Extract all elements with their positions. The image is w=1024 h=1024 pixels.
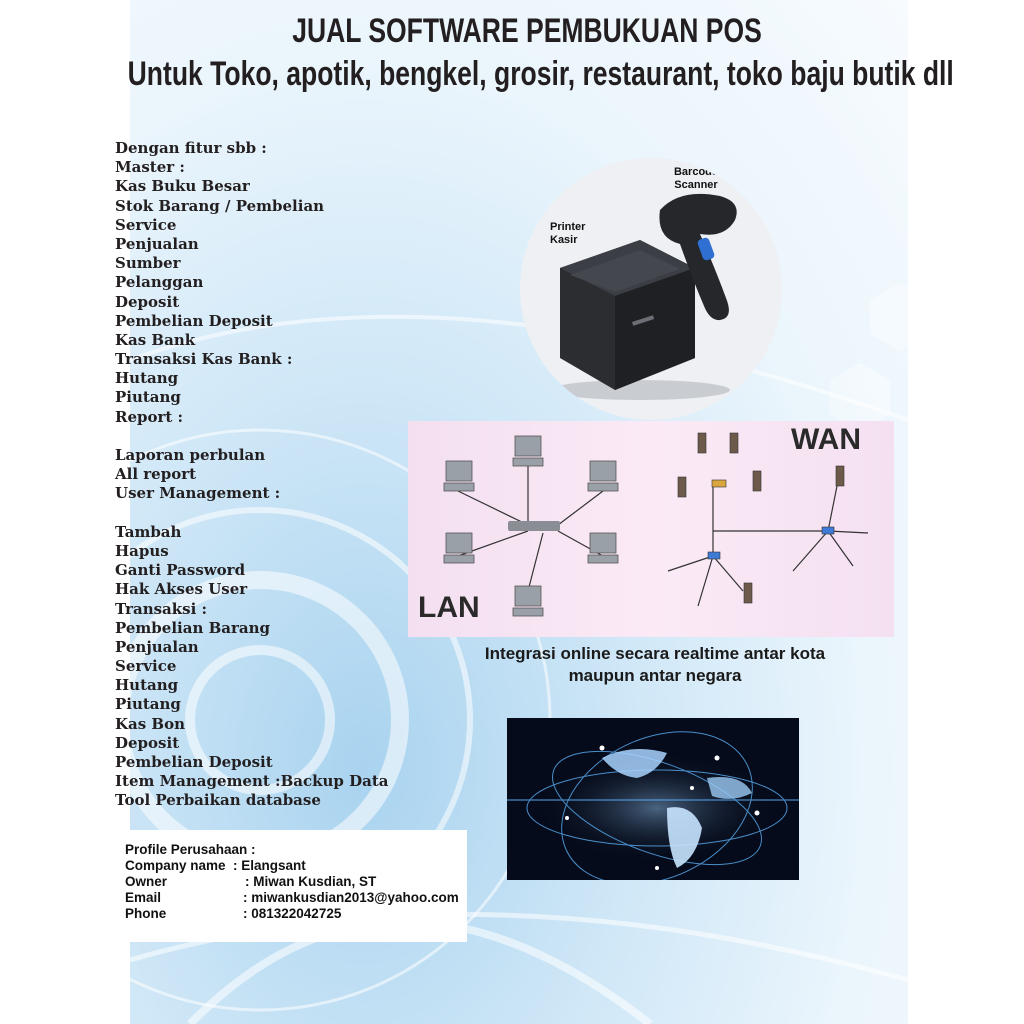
feature-item: Laporan perbulan [115, 446, 266, 464]
feature-item: Master : [115, 158, 185, 177]
profile-label: Owner [125, 874, 168, 889]
feature-item: Piutang [115, 695, 181, 714]
feature-item: Hapus [115, 541, 169, 560]
feature-spacer [115, 504, 389, 523]
lan-wan-illustration [443, 432, 869, 617]
feature-item: Transaksi : [115, 599, 208, 618]
feature-item: Piutang [115, 388, 181, 407]
feature-item: Item Management :Backup Data [115, 772, 389, 791]
profile-value: : Elangsant [233, 858, 306, 873]
feature-item: Pembelian Deposit [115, 753, 273, 771]
feature-item: All report [115, 465, 197, 484]
lan-label: LAN [418, 591, 480, 624]
printer-label: Kasir [550, 234, 578, 246]
feature-item: Penjualan [115, 637, 199, 656]
profile-value: : miwankusdian2013@yahoo.com [243, 890, 459, 905]
feature-item: Dengan fitur sbb : [115, 139, 267, 157]
feature-item: Hutang [115, 369, 179, 388]
feature-item: Hutang [115, 676, 179, 695]
profile-label: Company name [125, 858, 226, 873]
feature-list: Dengan fitur sbb : Master : Kas Buku Bes… [115, 139, 389, 811]
wan-label: WAN [791, 423, 861, 456]
hardware-photo: Barcode Scanner Printer Kasir [520, 158, 782, 420]
feature-item: Kas Bank [115, 330, 196, 349]
feature-item: Report : [115, 407, 184, 426]
feature-item: Tool Perbaikan database [115, 791, 321, 810]
profile-heading: Profile Perusahaan : [125, 842, 256, 857]
profile-value: : Miwan Kusdian, ST [245, 874, 377, 889]
profile-label: Phone [125, 906, 167, 921]
feature-item: User Management : [115, 484, 281, 503]
feature-item: Hak Akses User [115, 580, 248, 599]
feature-item: Penjualan [115, 234, 199, 253]
feature-item: Service [115, 657, 177, 676]
feature-item: Ganti Password [115, 561, 246, 580]
feature-item: Kas Bon [115, 714, 186, 733]
barcode-label: Scanner [674, 179, 718, 191]
printer-label: Printer [550, 221, 586, 233]
page-subtitle: Untuk Toko, apotik, bengkel, grosir, res… [127, 55, 954, 93]
feature-item: Transaksi Kas Bank : [115, 350, 293, 369]
barcode-label: Barcode [673, 166, 719, 178]
feature-item: Tambah [115, 522, 182, 541]
globe-image [507, 718, 799, 880]
feature-spacer [115, 427, 389, 446]
profile-label: Email [125, 890, 162, 905]
world-network-illustration [507, 718, 799, 880]
feature-item: Pembelian Barang [115, 618, 270, 637]
integration-caption: maupun antar negara [568, 666, 742, 685]
feature-item: Kas Buku Besar [115, 177, 250, 196]
printer-scanner-illustration [550, 193, 737, 400]
network-diagram: LAN WAN [408, 421, 894, 637]
integration-caption: Integrasi online secara realtime antar k… [484, 644, 826, 663]
feature-item: Service [115, 215, 177, 234]
feature-item: Stok Barang / Pembelian [115, 196, 325, 215]
feature-item: Deposit [115, 292, 180, 311]
page-title: JUAL SOFTWARE PEMBUKUAN POS [292, 12, 762, 50]
profile-value: : 081322042725 [243, 906, 342, 921]
feature-item: Pelanggan [115, 273, 204, 292]
feature-item: Sumber [115, 254, 181, 273]
feature-item: Deposit [115, 733, 180, 752]
company-profile: Profile Perusahaan : Company name : Elan… [112, 830, 467, 942]
feature-item: Pembelian Deposit [115, 311, 273, 330]
